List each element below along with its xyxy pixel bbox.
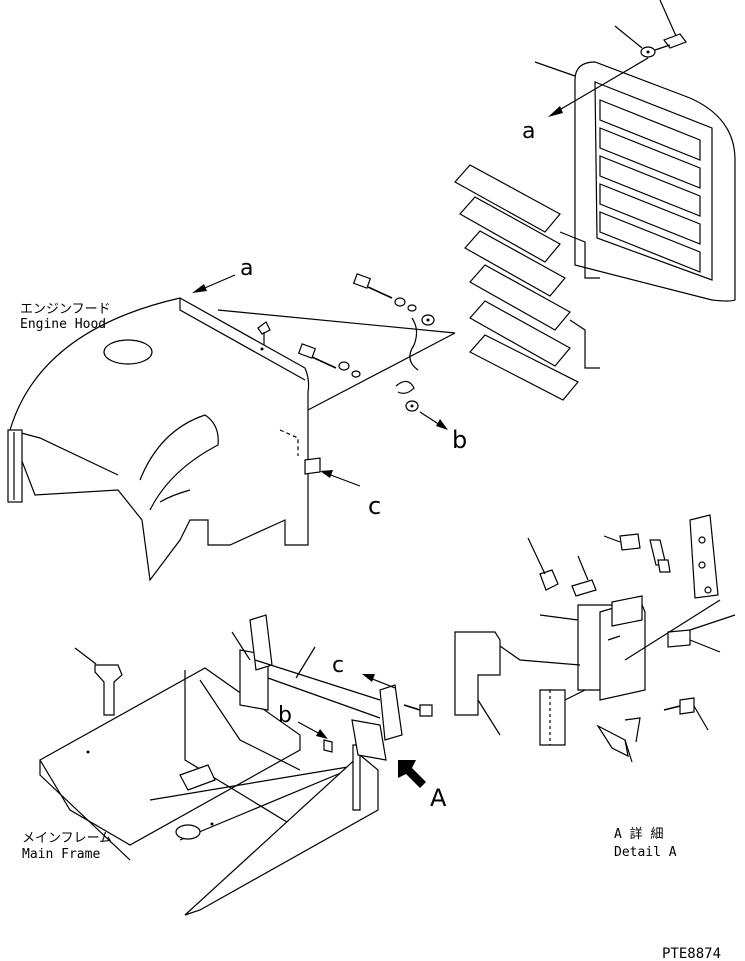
louver-leaders xyxy=(559,231,600,369)
engine-hood xyxy=(7,297,321,582)
ref-label-c-frame: c xyxy=(332,653,344,678)
ref-arrow-c-hood xyxy=(320,470,361,487)
ref-arrow-a-hood xyxy=(192,274,236,293)
detail-a-label-en: Detail A xyxy=(614,845,677,860)
radiator-grille xyxy=(534,61,736,302)
ref-arrow-a-top xyxy=(548,57,649,117)
hood-leader-line xyxy=(217,309,456,334)
ref-arrow-b-hood xyxy=(419,411,448,430)
frame-bolt xyxy=(403,704,433,717)
hood-fasteners xyxy=(297,273,435,412)
engine-hood-label-en: Engine Hood xyxy=(20,317,106,332)
ref-label-a-hood: a xyxy=(240,256,253,281)
view-arrow-A xyxy=(398,760,426,788)
ref-label-a-top: a xyxy=(522,119,535,144)
detail-a-label-jp: A 詳 細 xyxy=(614,826,663,842)
ref-arrow-b-frame xyxy=(297,721,328,739)
drawing-code: PTE8874 xyxy=(662,946,721,961)
grille-bolt xyxy=(614,0,687,58)
ref-label-b-hood: b xyxy=(452,426,467,454)
view-label-A: A xyxy=(430,784,447,812)
ref-arrow-c-frame xyxy=(362,674,396,689)
main-frame xyxy=(39,614,403,916)
louver-slats xyxy=(454,164,579,401)
main-frame-label-jp: メインフレーム xyxy=(22,831,112,846)
detail-a-parts xyxy=(454,514,736,763)
engine-hood-label-jp: エンジンフード xyxy=(20,302,111,317)
ref-label-c-hood: c xyxy=(368,492,381,520)
main-frame-label-en: Main Frame xyxy=(22,847,100,862)
ref-label-b-frame: b xyxy=(278,703,292,728)
